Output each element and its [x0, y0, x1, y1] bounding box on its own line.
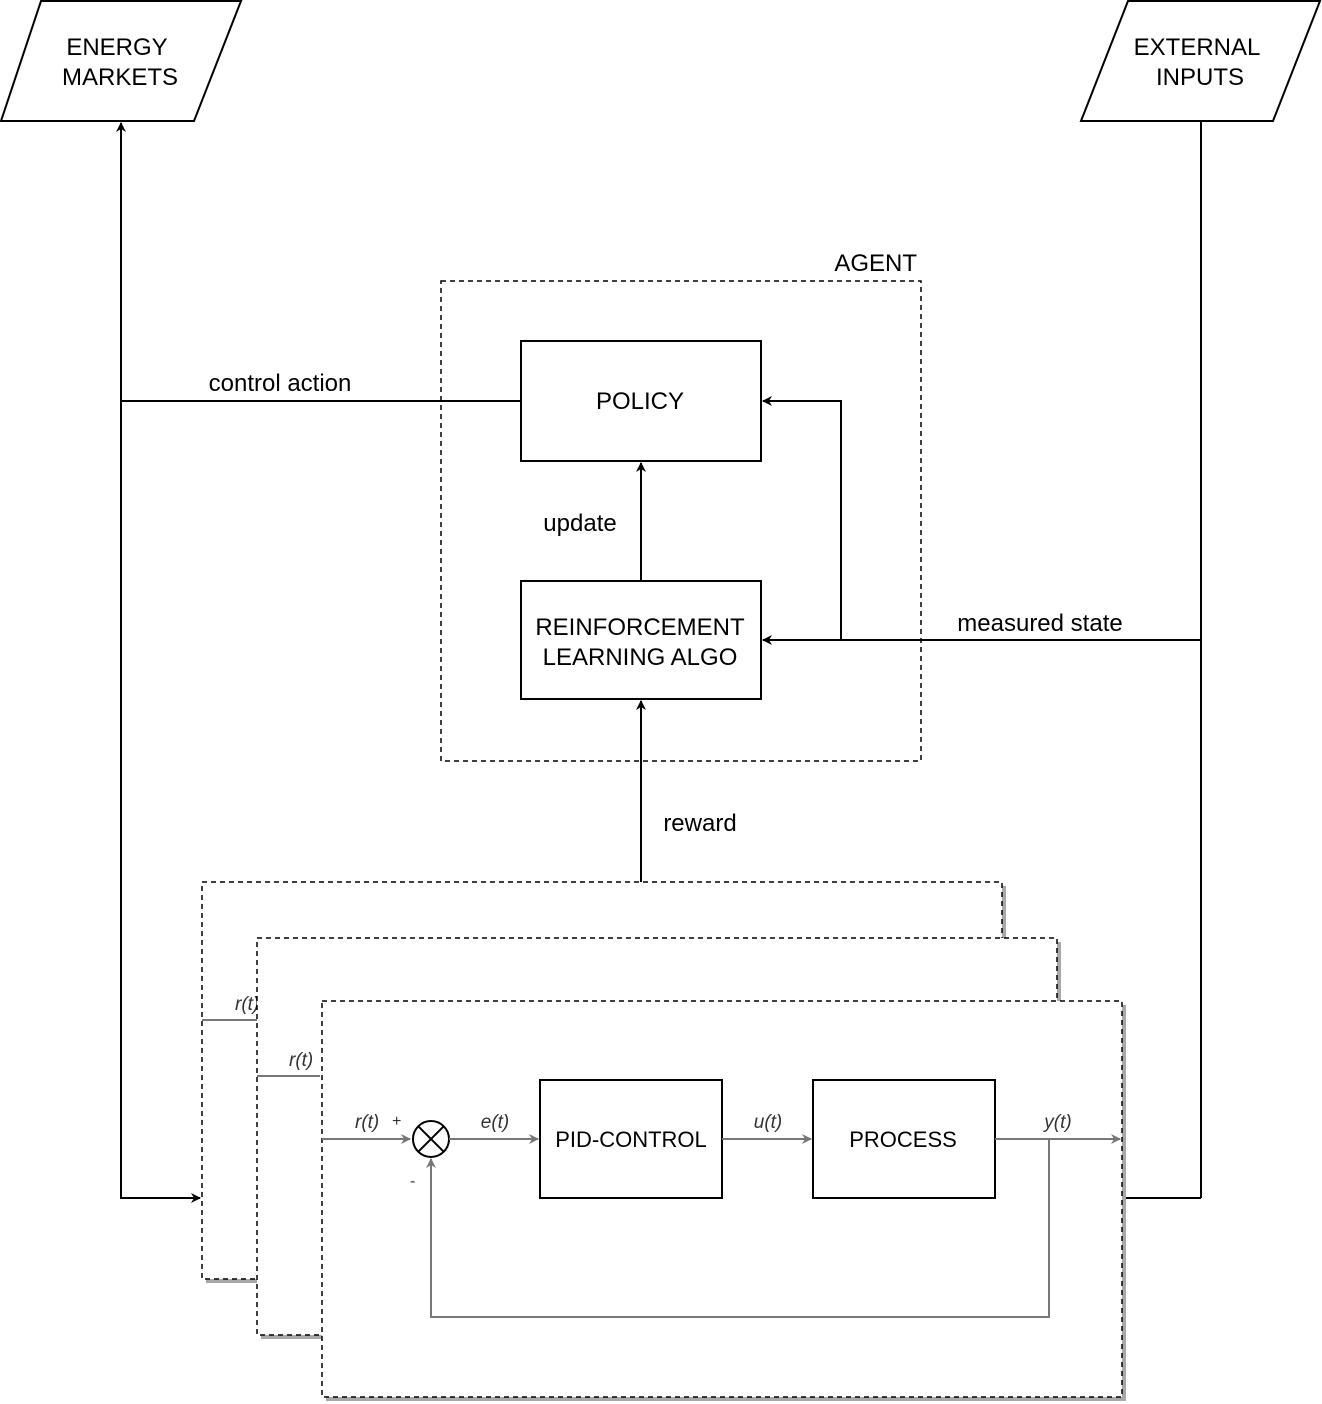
error-label: e(t) — [481, 1112, 510, 1133]
sum-minus-sign: - — [410, 1173, 415, 1190]
ref-signal-label: r(t) — [355, 1112, 379, 1133]
summing-junction-icon — [412, 1120, 450, 1158]
reward-label: reward — [663, 810, 736, 837]
environment-frame-front — [321, 1000, 1126, 1401]
to-environment-arrow — [120, 401, 201, 1203]
energy-markets-line2: MARKETS — [62, 64, 178, 91]
output-label: y(t) — [1042, 1112, 1071, 1133]
process-label: PROCESS — [849, 1127, 957, 1152]
control-action-label: control action — [209, 370, 352, 397]
feedback-arrow — [426, 1139, 1050, 1318]
policy-node: POLICY — [520, 340, 762, 462]
process-node: PROCESS — [812, 1079, 996, 1199]
state-to-policy-arrow — [762, 396, 842, 640]
pid-control-node: PID-CONTROL — [539, 1079, 723, 1199]
energy-markets-node: ENERGY MARKETS — [0, 0, 243, 122]
energy-markets-line1: ENERGY — [66, 34, 167, 61]
back-ref-signal: r(t) — [235, 994, 259, 1015]
sum-plus-sign: + — [392, 1113, 401, 1130]
control-signal-label: u(t) — [754, 1112, 783, 1133]
policy-label: POLICY — [596, 388, 684, 415]
external-inputs-line2: INPUTS — [1156, 64, 1244, 91]
external-inputs-line1: EXTERNAL — [1134, 34, 1261, 61]
measured-state-label: measured state — [957, 610, 1122, 637]
external-inputs-node: EXTERNAL INPUTS — [1079, 0, 1322, 122]
rl-algo-node: REINFORCEMENT LEARNING ALGO — [520, 580, 762, 700]
middle-ref-signal: r(t) — [289, 1050, 313, 1071]
pid-control-label: PID-CONTROL — [555, 1127, 707, 1152]
update-label: update — [543, 510, 616, 537]
rl-algo-line2: LEARNING ALGO — [543, 644, 738, 671]
agent-label: AGENT — [834, 250, 917, 277]
rl-algo-line1: REINFORCEMENT — [535, 614, 745, 641]
